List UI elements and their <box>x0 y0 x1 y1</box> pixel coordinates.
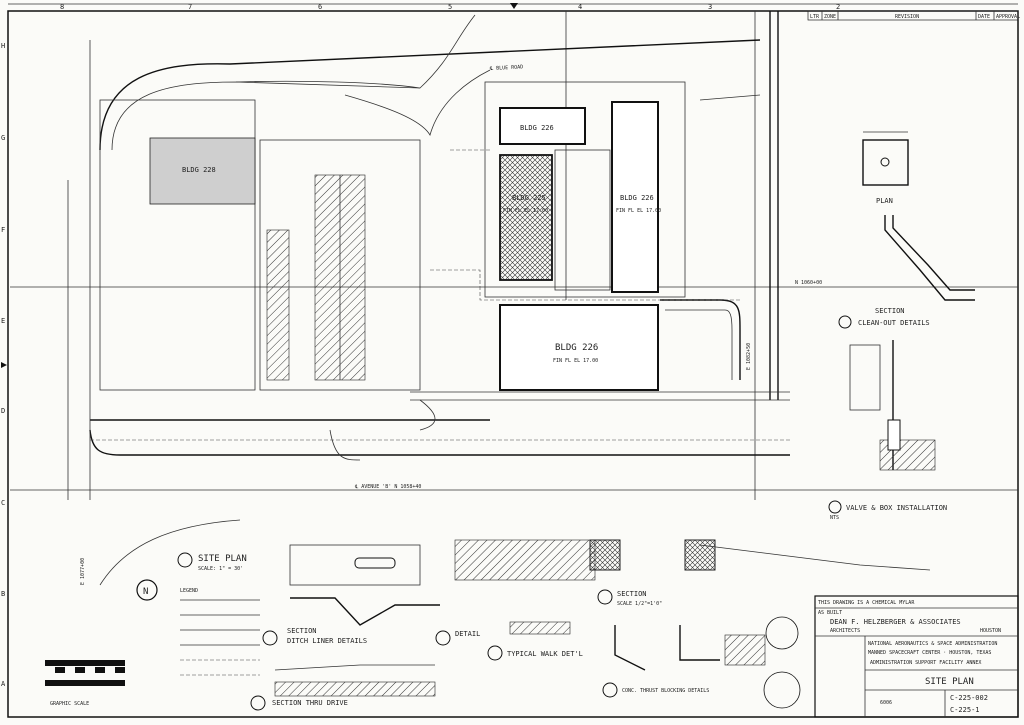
grid-row-f: F <box>1 226 5 234</box>
blocking-title: CONC. THRUST BLOCKING DETAILS <box>622 688 709 694</box>
rev-col-revision: REVISION <box>895 14 919 20</box>
center-mark-icon <box>510 3 518 9</box>
walk-title: TYPICAL WALK DET'L <box>507 650 583 658</box>
engineer-seal-icon <box>763 671 801 709</box>
drawing-number: C-225-002 <box>950 694 988 702</box>
side-grid-labels: H G F E D C B A <box>1 42 7 688</box>
site-plan-title-block: SITE PLAN SCALE: 1" = 30' N <box>99 519 247 601</box>
legend-title: LEGEND <box>180 588 198 594</box>
side-center-mark-icon <box>1 362 7 368</box>
site-plan-area: ℄ BLUE ROAD BLDG 228 BLDG 226 BLDG 225 F… <box>10 11 1018 585</box>
thrust-blocking-detail: CONC. THRUST BLOCKING DETAILS <box>602 625 766 698</box>
grid-col-2: 2 <box>836 3 840 11</box>
bldg-226-south-label: BLDG 226 <box>555 343 598 353</box>
grid-col-4: 4 <box>578 3 582 11</box>
bldg-228-footprint <box>149 137 256 205</box>
ditch-section-label: SECTION <box>287 627 317 635</box>
valve-title: VALVE & BOX INSTALLATION <box>846 504 947 512</box>
bldg-226-north-label: BLDG 226 <box>520 124 554 132</box>
plan-label: PLAN <box>876 197 893 205</box>
rev-col-approval: APPROVAL <box>996 14 1020 20</box>
valve-nts: NTS <box>830 515 839 521</box>
bldg-226-north <box>499 107 586 145</box>
as-built: AS BUILT <box>818 610 842 616</box>
rev-col-zone: ZONE <box>824 14 836 20</box>
grid-row-e: E <box>1 317 5 325</box>
bldg-226-east <box>611 101 659 293</box>
legend: LEGEND <box>180 588 260 676</box>
sheet-border <box>7 10 1019 718</box>
sheet-title: SITE PLAN <box>925 677 974 687</box>
n-1060-label: N 1060+00 <box>795 280 822 286</box>
avenue-b-label: ℄ AVENUE 'B' N 1058+40 <box>354 484 421 490</box>
bldg-226-south <box>499 304 659 391</box>
graphic-scale: GRAPHIC SCALE <box>45 660 125 707</box>
e-1082-label: E 1082+50 <box>746 343 752 370</box>
grid-col-3: 3 <box>708 3 712 11</box>
bldg-225 <box>499 154 553 281</box>
firm-sub: ARCHITECTS <box>830 628 860 634</box>
grid-col-6: 6 <box>318 3 322 11</box>
bldg-226-east-floor: FIN FL EL 17.00 <box>616 208 661 214</box>
grid-col-8: 8 <box>60 3 64 11</box>
bldg-225-label: BLDG 225 <box>512 194 546 202</box>
detail-label: DETAIL <box>455 630 480 638</box>
grid-col-7: 7 <box>188 3 192 11</box>
grid-row-h: H <box>1 42 5 50</box>
bldg-226-east-label: BLDG 226 <box>620 194 654 202</box>
grid-row-a: A <box>1 680 6 688</box>
agency: NATIONAL AERONAUTICS & SPACE ADMINISTRAT… <box>868 641 997 647</box>
ditch-liner-detail: SECTION DITCH LINER DETAILS <box>262 544 440 646</box>
north-arrow-icon <box>136 579 158 601</box>
graphic-scale-label: GRAPHIC SCALE <box>50 701 89 707</box>
ditch-title: DITCH LINER DETAILS <box>287 637 367 645</box>
bldg-228-label: BLDG 228 <box>182 166 216 174</box>
project: ADMINISTRATION SUPPORT FACILITY ANNEX <box>870 660 981 666</box>
chem-note: THIS DRAWING IS A CHEMICAL MYLAR <box>818 600 915 606</box>
cleanout-section-label: SECTION <box>875 307 905 315</box>
rev-col-date: DATE <box>978 14 990 20</box>
seal-stamp-icon <box>765 616 799 650</box>
title-block: THIS DRAWING IS A CHEMICAL MYLAR AS BUIL… <box>763 595 1019 718</box>
grid-row-d: D <box>1 407 5 415</box>
top-grid-labels: 8 7 6 5 4 3 2 <box>60 3 840 11</box>
center: MANNED SPACECRAFT CENTER · HOUSTON, TEXA… <box>868 650 991 656</box>
bldg-226-south-floor: FIN FL EL 17.00 <box>553 358 598 364</box>
site-plan-scale: SCALE: 1" = 30' <box>198 566 243 572</box>
firm-city: HOUSTON <box>980 628 1001 634</box>
site-plan-title: SITE PLAN <box>198 554 247 564</box>
parking-lot <box>259 139 421 391</box>
grid-row-c: C <box>1 499 5 507</box>
revision-block: LTR ZONE REVISION DATE APPROVAL <box>807 10 1020 21</box>
firm-name: DEAN F. HELZBERGER & ASSOCIATES <box>830 618 961 626</box>
grid-row-b: B <box>1 590 5 598</box>
sheet-code: 6006 <box>880 700 892 706</box>
drawing-number-alt: C-225-1 <box>950 706 980 714</box>
cleanout-plan-detail: PLAN SECTION CLEAN-OUT DETAILS <box>838 131 975 329</box>
rev-col-ltr: LTR <box>810 14 820 20</box>
north-label: N <box>143 587 148 597</box>
thru-drive-detail: SECTION THRU DRIVE <box>250 664 436 711</box>
walk-detail: DETAIL TYPICAL WALK DET'L SECTION SCALE … <box>435 539 931 661</box>
blue-road-north-edge <box>99 39 761 151</box>
cleanout-title: CLEAN-OUT DETAILS <box>858 319 930 327</box>
section-6-scale: SCALE 1/2"=1'0" <box>617 601 662 607</box>
blue-road-label: ℄ BLUE ROAD <box>489 64 524 72</box>
bldg-225-floor: FIN FL EL 17.00 <box>503 208 548 214</box>
thru-drive-title: SECTION THRU DRIVE <box>272 699 348 707</box>
e-1077-label: E 1077+00 <box>80 558 86 585</box>
valve-box-detail: VALVE & BOX INSTALLATION NTS <box>828 340 947 521</box>
section-6-label: SECTION <box>617 590 647 598</box>
grid-row-g: G <box>1 134 5 142</box>
grid-col-5: 5 <box>448 3 452 11</box>
